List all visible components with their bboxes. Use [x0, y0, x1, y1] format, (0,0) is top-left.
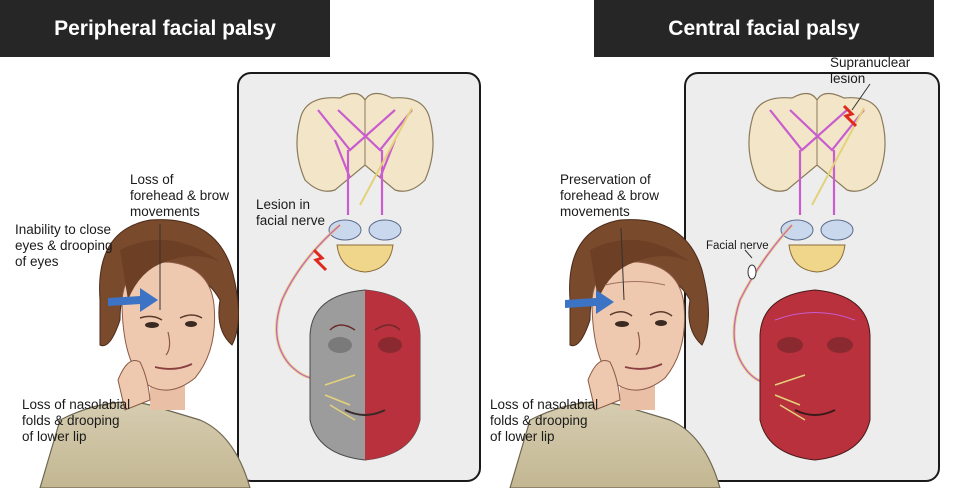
brain-coronal-left [296, 92, 434, 273]
forehead-loss-label: Loss of forehead & brow movements [130, 172, 230, 219]
eye-closure-label: Inability to close eyes & drooping of ey… [15, 222, 113, 269]
patient-left-illustration [39, 219, 251, 488]
facial-nerve-label: Facial nerve [706, 240, 769, 252]
peripheral-palsy-title: Peripheral facial palsy [0, 0, 330, 57]
brain-coronal-right [748, 83, 886, 273]
eye-arrow-icon [108, 288, 158, 312]
lesion-bolt-icon-right [842, 104, 858, 128]
lesion-bolt-icon-left [312, 248, 328, 272]
anatomical-head-right [759, 289, 871, 461]
supranuclear-lesion-label: Supranuclear lesion [830, 55, 911, 86]
nasolabial-loss-label-left: Loss of nasolabial folds & drooping of l… [22, 397, 131, 444]
forehead-arrow-icon [565, 290, 614, 314]
anatomical-head-left [309, 289, 421, 461]
facial-nerve-lesion-label: Lesion in facial nerve [256, 197, 326, 228]
patient-right-illustration [509, 219, 721, 488]
nasolabial-loss-label-right: Loss of nasolabial folds & drooping of l… [490, 397, 599, 444]
forehead-preservation-label: Preservation of forehead & brow movement… [560, 172, 660, 219]
central-palsy-title: Central facial palsy [594, 0, 934, 57]
